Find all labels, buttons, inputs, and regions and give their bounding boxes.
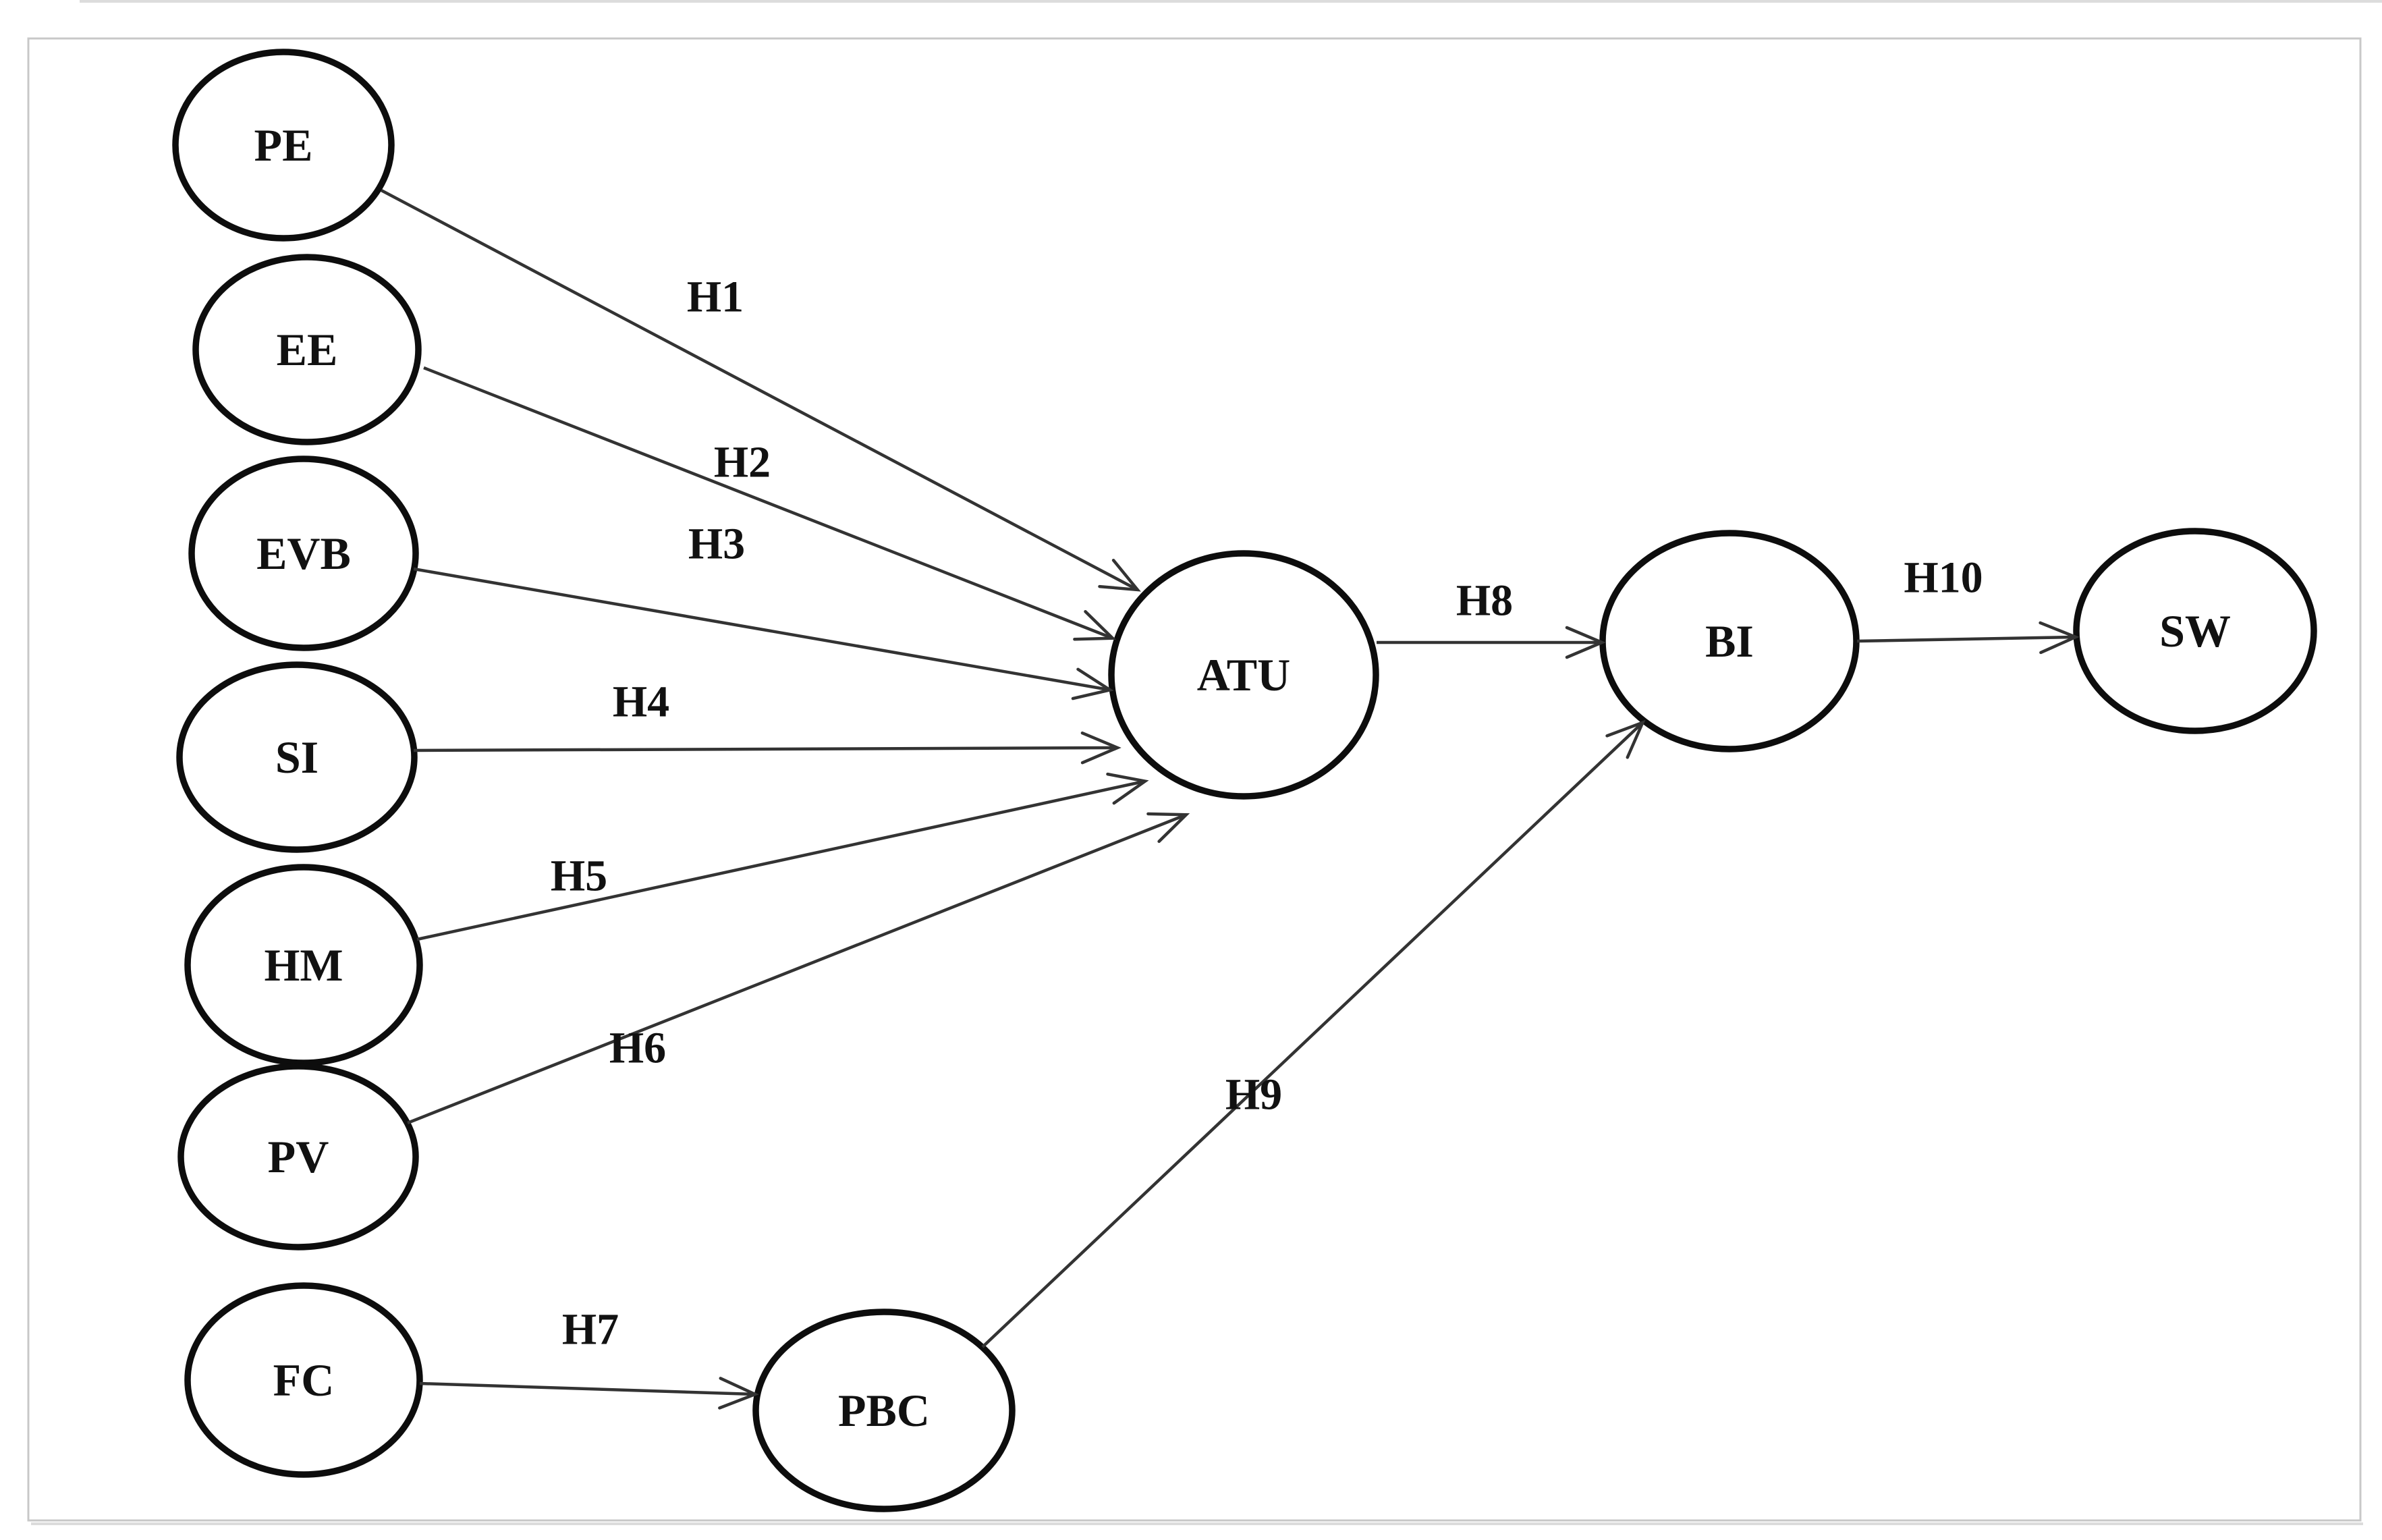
node-si: SI xyxy=(176,661,418,853)
edge-h10-arrow xyxy=(1856,621,2080,655)
node-si-label: SI xyxy=(275,732,318,783)
node-bi-label: BI xyxy=(1705,615,1754,667)
edge-h5: H5 xyxy=(416,772,1149,941)
node-pbc-ellipse xyxy=(752,1309,1016,1512)
node-bi: BI xyxy=(1599,530,1860,752)
node-ee: EE xyxy=(192,254,422,445)
edge-h4-arrow xyxy=(413,731,1121,765)
edge-h10-label: H10 xyxy=(1904,553,1983,603)
node-ee-ellipse xyxy=(192,254,422,445)
node-atu-label: ATU xyxy=(1197,649,1291,700)
figure-frame xyxy=(27,37,2362,1522)
node-si-ellipse xyxy=(176,661,418,853)
edge-h4: H4 xyxy=(413,678,1121,765)
node-ee-label: EE xyxy=(277,324,338,375)
node-evb-ellipse xyxy=(188,456,419,651)
edge-h9: H9 xyxy=(981,719,1646,1348)
node-pbc-label: PBC xyxy=(838,1385,930,1436)
edge-h9-arrow xyxy=(981,719,1646,1348)
node-evb-label: EVB xyxy=(256,528,351,579)
edge-h3: H3 xyxy=(413,520,1114,700)
edge-h1: H1 xyxy=(380,189,1141,592)
node-pv: PV xyxy=(177,1063,419,1250)
node-hm-label: HM xyxy=(264,939,343,991)
node-hm: HM xyxy=(184,864,423,1066)
edge-h5-arrow xyxy=(416,772,1149,941)
edge-h4-label: H4 xyxy=(613,678,669,727)
node-pe-label: PE xyxy=(254,119,313,171)
node-pbc: PBC xyxy=(752,1309,1016,1512)
node-pe: PE xyxy=(172,49,395,242)
edge-h1-arrow xyxy=(380,189,1141,592)
edge-h2-arrow xyxy=(423,366,1117,641)
edge-h6-arrow xyxy=(407,812,1190,1125)
nodes-layer: PE EE EVB SI HM PV FC ATU PBC BI SW xyxy=(172,49,2317,1512)
node-fc: FC xyxy=(184,1282,423,1478)
node-pe-ellipse xyxy=(172,49,395,242)
edge-h5-label: H5 xyxy=(551,852,607,901)
edge-h7-label: H7 xyxy=(562,1305,619,1354)
edge-h2-label: H2 xyxy=(714,438,771,487)
edge-h2: H2 xyxy=(423,366,1117,641)
edge-h6-label: H6 xyxy=(609,1024,666,1073)
node-pv-ellipse xyxy=(177,1063,419,1250)
edge-h3-arrow xyxy=(413,567,1114,700)
node-hm-ellipse xyxy=(184,864,423,1066)
edge-h1-label: H1 xyxy=(687,273,744,322)
edge-h10: H10 xyxy=(1856,553,2080,655)
node-fc-ellipse xyxy=(184,1282,423,1478)
edge-h7: H7 xyxy=(419,1305,759,1410)
edge-h8: H8 xyxy=(1377,576,1606,659)
edge-h3-label: H3 xyxy=(688,520,745,569)
node-sw: SW xyxy=(2073,528,2317,734)
node-fc-label: FC xyxy=(273,1354,335,1406)
edge-h7-arrow xyxy=(419,1377,759,1410)
edge-h6: H6 xyxy=(407,812,1190,1125)
node-evb: EVB xyxy=(188,456,419,651)
node-pv-label: PV xyxy=(268,1131,329,1182)
edge-h8-label: H8 xyxy=(1456,576,1513,626)
node-atu: ATU xyxy=(1108,550,1379,800)
node-sw-label: SW xyxy=(2159,605,2231,657)
edge-h9-label: H9 xyxy=(1225,1070,1282,1120)
